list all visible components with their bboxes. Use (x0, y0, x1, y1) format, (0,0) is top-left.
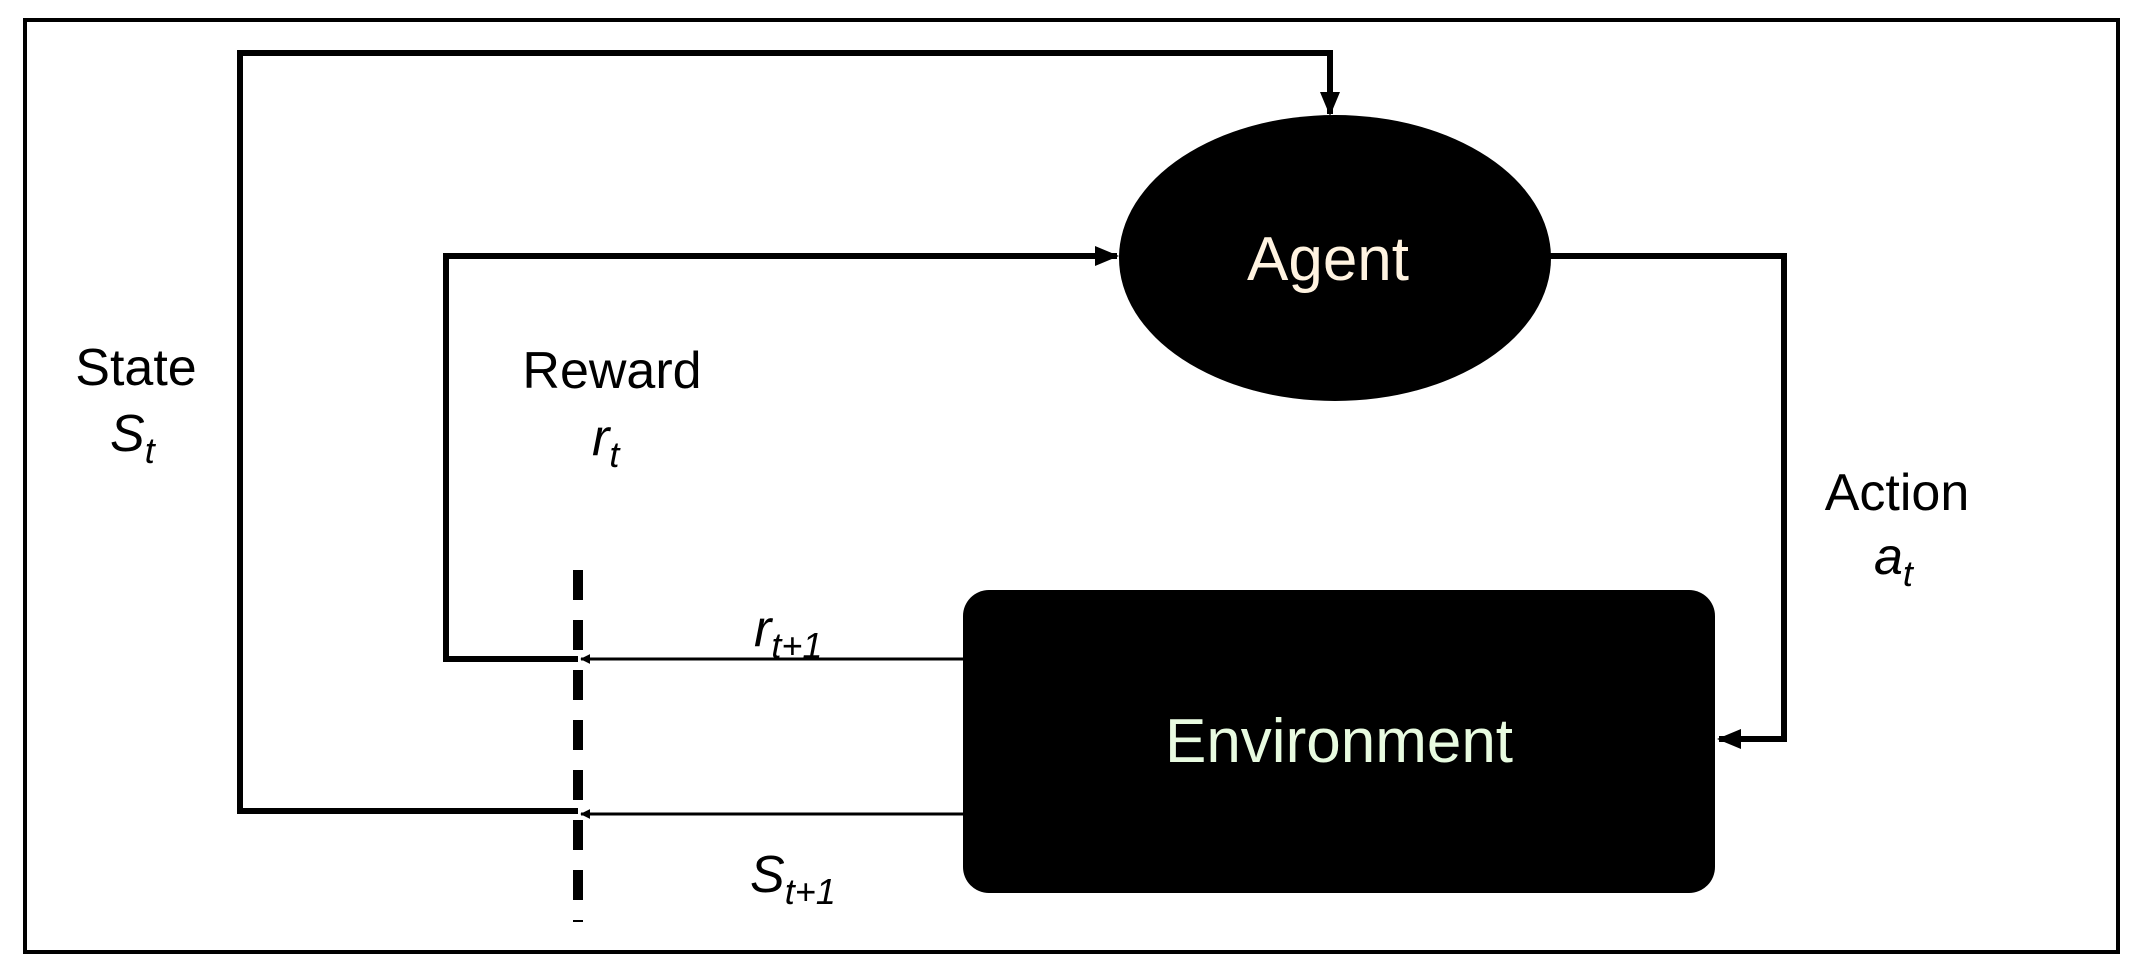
agent-label: Agent (1247, 225, 1409, 294)
reward-label: Reward (522, 342, 701, 400)
action-symbol: at (1874, 528, 1915, 594)
state-edge (237, 50, 1340, 814)
agent-node (1119, 115, 1551, 401)
environment-label: Environment (1165, 707, 1513, 776)
environment-node (963, 590, 1715, 893)
action-edge (1550, 253, 1787, 749)
state-label: State (75, 339, 196, 397)
reward-edge (443, 246, 1119, 662)
next-state-symbol: St+1 (750, 846, 836, 912)
reward-symbol: rt (592, 409, 621, 475)
action-label: Action (1825, 464, 1970, 522)
state-symbol: St (110, 405, 157, 471)
diagram-frame (23, 18, 2120, 954)
next-reward-symbol: rt+1 (754, 600, 822, 666)
